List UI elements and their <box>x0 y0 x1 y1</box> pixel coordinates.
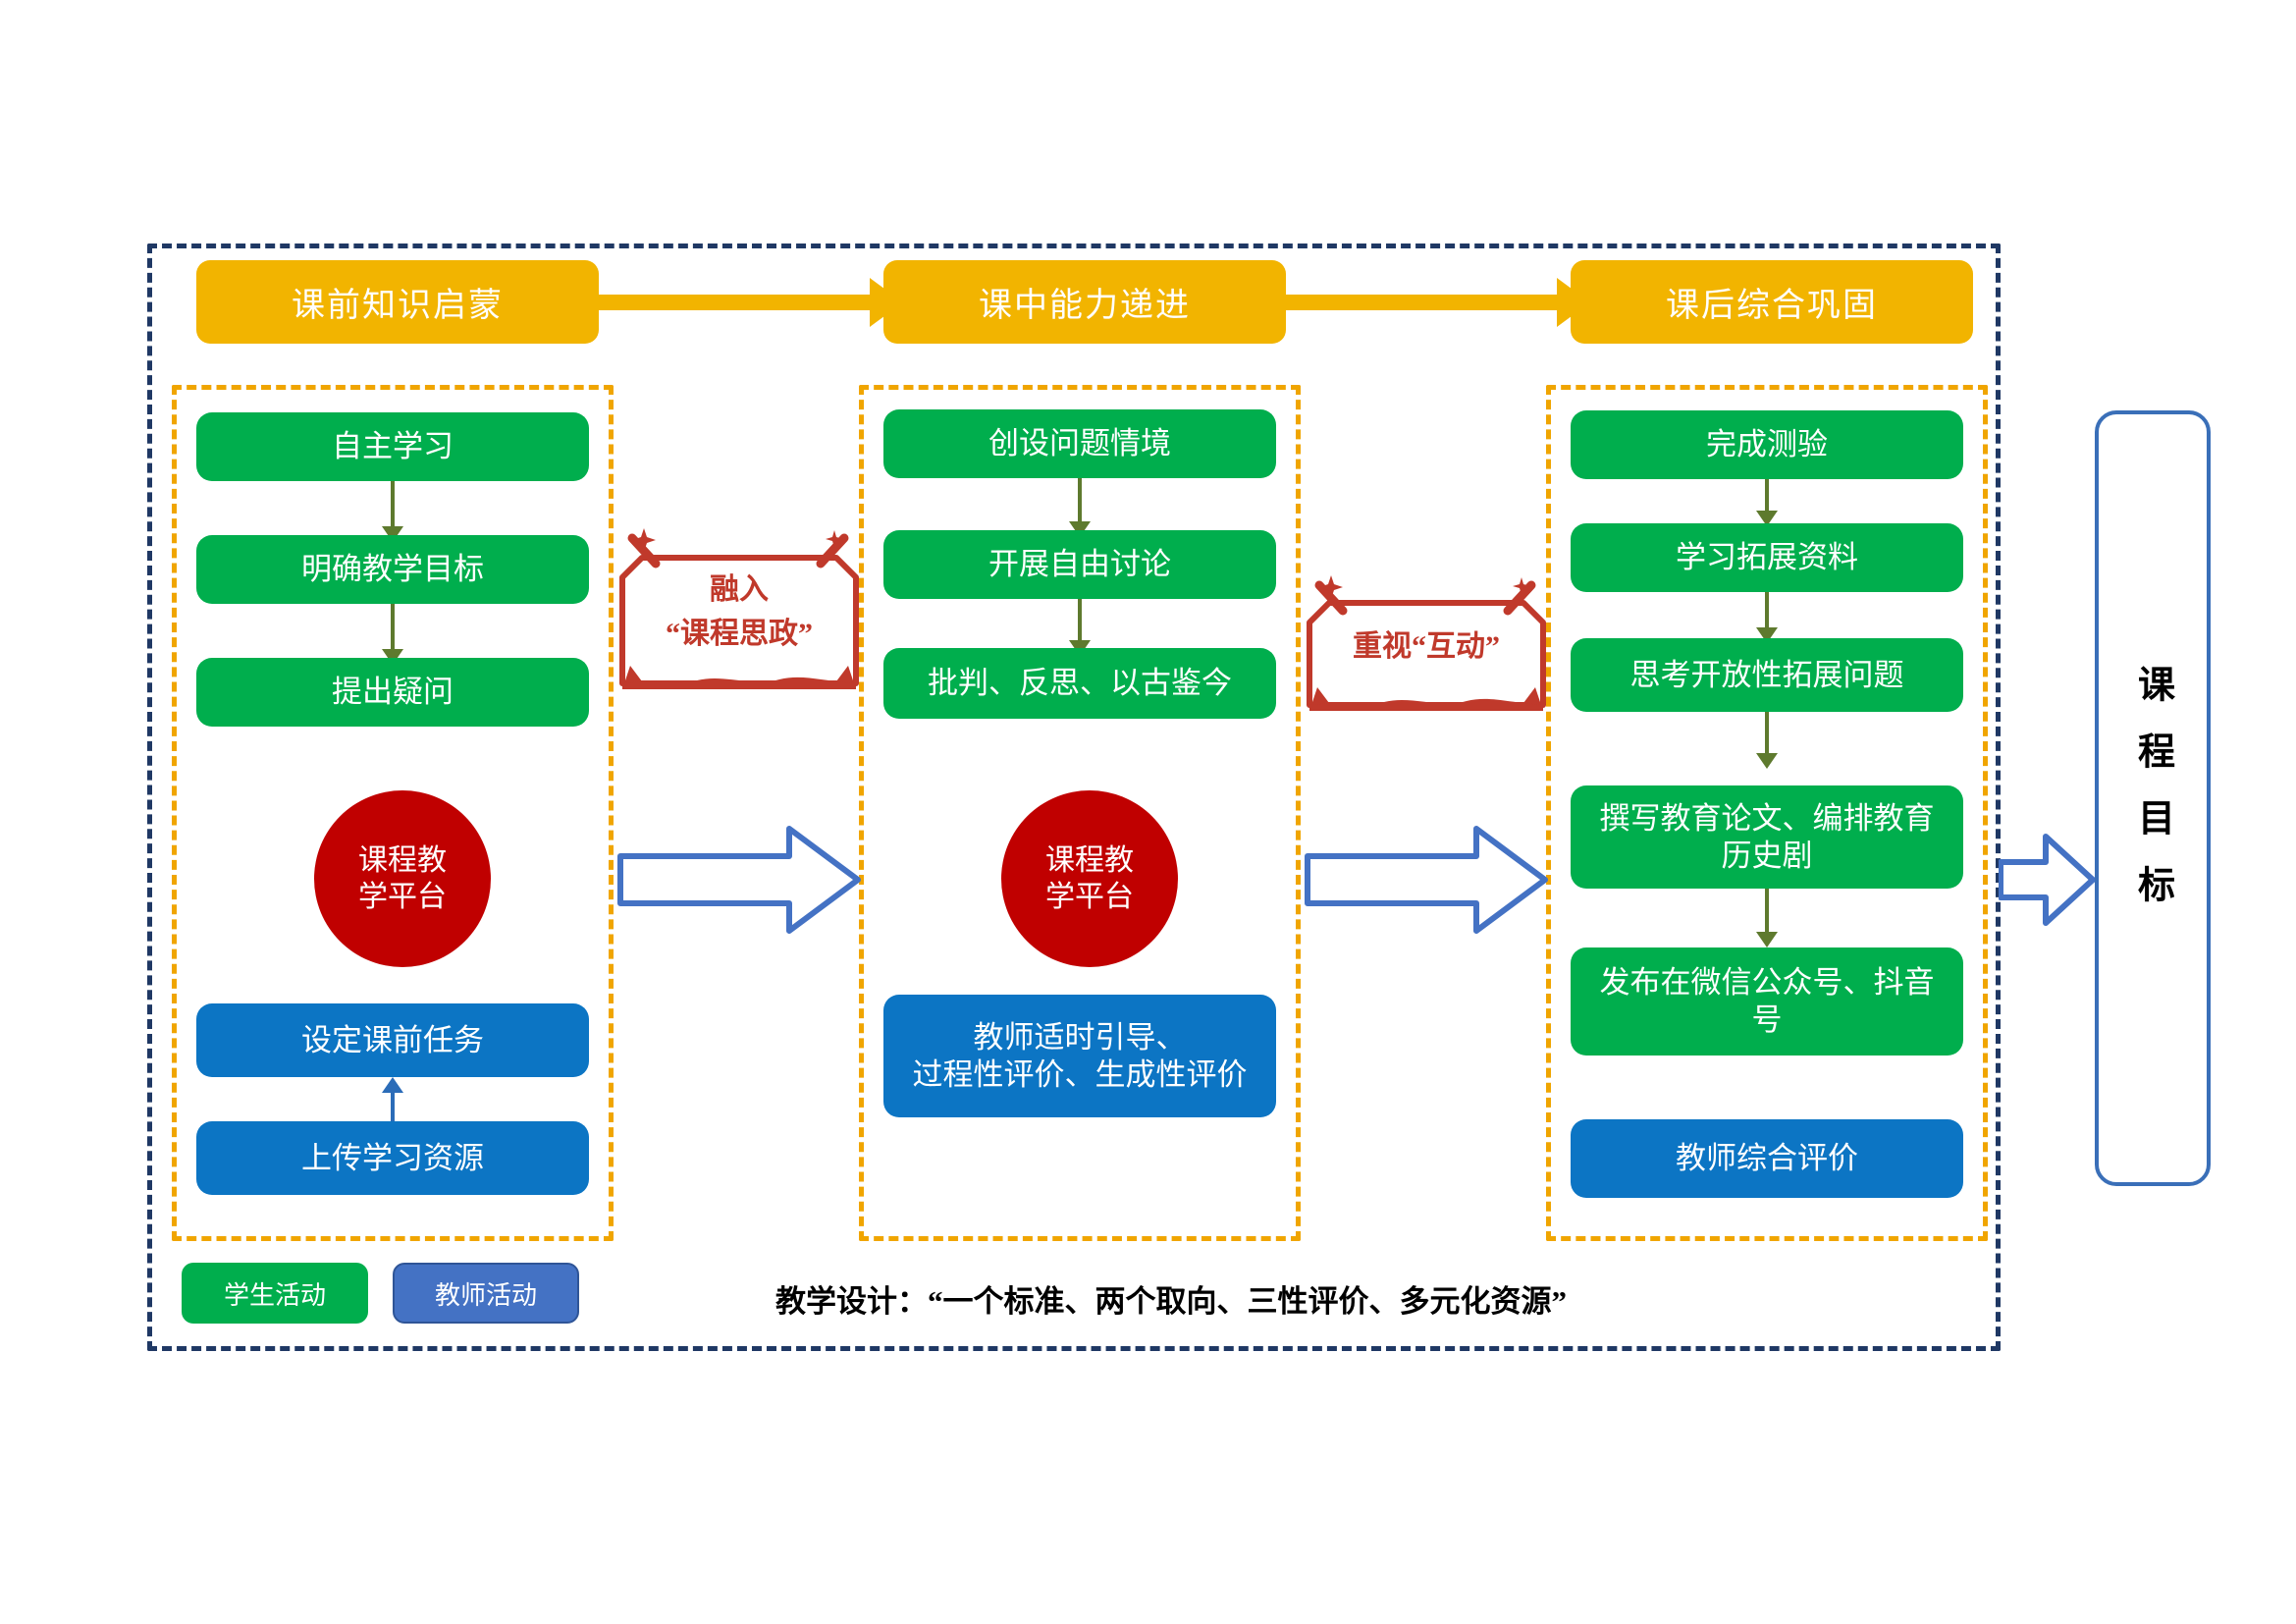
activity-label: 明确教学目标 <box>301 552 484 587</box>
activity-box-student[interactable]: 创设问题情境 <box>883 409 1276 478</box>
platform-label-line2: 学平台 <box>358 881 447 913</box>
stage-header-pre-class[interactable]: 课前知识启蒙 <box>196 260 599 344</box>
activity-label: 学习拓展资料 <box>1676 540 1858 575</box>
stage-header-label: 课中能力递进 <box>979 287 1191 324</box>
stage-column-pre-class <box>172 385 614 1241</box>
activity-label-line2: 号 <box>1751 1002 1783 1037</box>
flow-arrow-down <box>1752 479 1782 526</box>
outer-dashed-frame <box>147 244 2001 1351</box>
activity-box-student[interactable]: 发布在微信公众号、抖音 号 <box>1571 947 1963 1056</box>
flow-arrow-down <box>378 481 407 542</box>
activity-label: 思考开放性拓展问题 <box>1629 657 1904 692</box>
activity-box-teacher[interactable]: 上传学习资源 <box>196 1121 589 1195</box>
activity-box-student[interactable]: 思考开放性拓展问题 <box>1571 638 1963 712</box>
activity-label: 完成测验 <box>1706 427 1828 462</box>
course-goal-label: 课程目标 <box>2131 665 2173 932</box>
activity-label: 批判、反思、以古鉴今 <box>928 666 1232 701</box>
course-goal-box[interactable]: 课程目标 <box>2095 410 2211 1186</box>
platform-label-line1: 课程教 <box>1045 843 1134 877</box>
platform-circle-in-class[interactable]: 课程教 学平台 <box>1001 790 1178 967</box>
platform-label-line2: 学平台 <box>1045 881 1134 913</box>
activity-box-student[interactable]: 提出疑问 <box>196 658 589 727</box>
callout-interaction: 重视“互动” <box>1304 568 1549 725</box>
header-arrow-2-shaft <box>1282 295 1557 310</box>
flow-arrow-down <box>1752 889 1782 947</box>
legend-label: 学生活动 <box>223 1279 326 1310</box>
platform-label-line1: 课程教 <box>358 843 447 877</box>
callout-line1: 融入 <box>710 573 769 606</box>
header-arrow-1-shaft <box>595 295 870 310</box>
callout-ideology: 融入 “课程思政” <box>616 518 862 705</box>
flow-arrow-down <box>1752 592 1782 643</box>
stage-transition-arrow-1 <box>616 823 862 937</box>
flow-arrow-up <box>378 1077 407 1136</box>
activity-box-student[interactable]: 明确教学目标 <box>196 535 589 604</box>
activity-label-line1: 撰写教育论文、编排教育 <box>1599 800 1935 836</box>
legend-item-student[interactable]: 学生活动 <box>182 1263 368 1324</box>
goal-transition-arrow <box>1999 831 2097 929</box>
stage-header-label: 课后综合巩固 <box>1666 287 1878 324</box>
callout-line2: “课程思政” <box>666 618 813 650</box>
activity-box-student[interactable]: 自主学习 <box>196 412 589 481</box>
activity-label: 创设问题情境 <box>988 426 1171 461</box>
legend-item-teacher[interactable]: 教师活动 <box>393 1263 579 1324</box>
activity-label: 上传学习资源 <box>301 1140 484 1175</box>
activity-box-student[interactable]: 学习拓展资料 <box>1571 523 1963 592</box>
activity-box-student[interactable]: 撰写教育论文、编排教育 历史剧 <box>1571 785 1963 889</box>
stage-header-label: 课前知识启蒙 <box>292 287 504 324</box>
activity-label: 提出疑问 <box>332 675 454 710</box>
activity-label-line2: 过程性评价、生成性评价 <box>912 1056 1248 1092</box>
legend-label: 教师活动 <box>434 1279 537 1310</box>
activity-box-student[interactable]: 完成测验 <box>1571 410 1963 479</box>
activity-label-line1: 教师适时引导、 <box>973 1019 1187 1055</box>
activity-label: 设定课前任务 <box>301 1022 484 1057</box>
design-caption: 教学设计：“一个标准、两个取向、三性评价、多元化资源” <box>775 1284 1567 1319</box>
flow-arrow-down <box>378 604 407 665</box>
activity-label: 教师综合评价 <box>1676 1141 1858 1176</box>
activity-label-line1: 发布在微信公众号、抖音 <box>1599 965 1935 1001</box>
activity-box-student[interactable]: 批判、反思、以古鉴今 <box>883 648 1276 719</box>
flow-arrow-down <box>1752 712 1782 769</box>
platform-circle-pre-class[interactable]: 课程教 学平台 <box>314 790 491 967</box>
activity-box-student[interactable]: 开展自由讨论 <box>883 530 1276 599</box>
flow-arrow-down <box>1065 478 1095 537</box>
activity-box-teacher[interactable]: 设定课前任务 <box>196 1003 589 1077</box>
activity-box-teacher[interactable]: 教师适时引导、 过程性评价、生成性评价 <box>883 995 1276 1117</box>
activity-label: 开展自由讨论 <box>988 547 1171 582</box>
stage-header-in-class[interactable]: 课中能力递进 <box>883 260 1286 344</box>
stage-header-post-class[interactable]: 课后综合巩固 <box>1571 260 1973 344</box>
activity-box-teacher[interactable]: 教师综合评价 <box>1571 1119 1963 1198</box>
activity-label: 自主学习 <box>332 429 454 464</box>
activity-label-line2: 历史剧 <box>1721 838 1813 873</box>
stage-column-in-class <box>859 385 1301 1241</box>
callout-line1: 重视“互动” <box>1353 629 1500 663</box>
stage-transition-arrow-2 <box>1304 823 1549 937</box>
stage-column-post-class <box>1546 385 1988 1241</box>
